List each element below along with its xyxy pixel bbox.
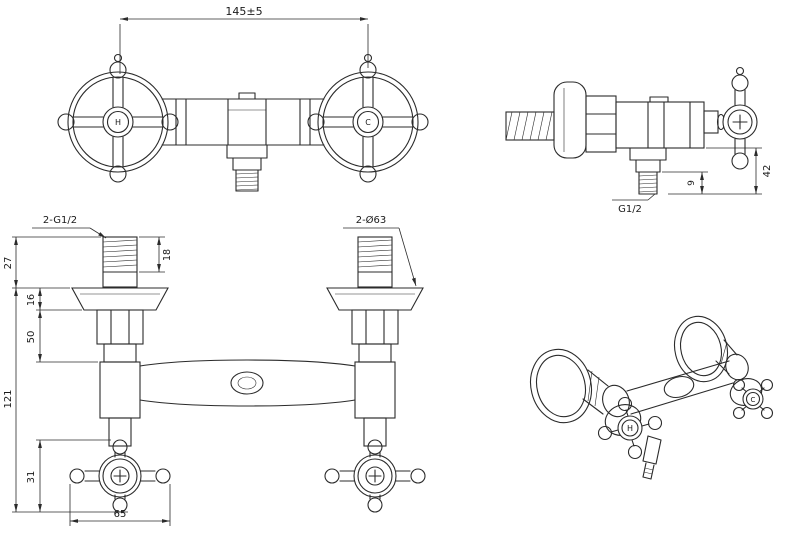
- iso-hot-cap-label: H: [627, 424, 633, 433]
- plan-flange-dia-callout: 2-Ø63: [343, 214, 417, 287]
- hex-section-value: 50: [26, 331, 37, 344]
- side-dim-9: 9: [662, 171, 708, 194]
- side-view: 42 9 G1/2: [505, 66, 773, 215]
- plan-right-hex: [351, 309, 399, 345]
- plan-dim-121: 121: [3, 288, 128, 513]
- side-thread-len-value: 9: [687, 180, 697, 186]
- stud-height-value: 27: [3, 257, 14, 270]
- side-height-value: 42: [762, 165, 773, 178]
- front-left-valve: H: [57, 53, 179, 183]
- plan-left-handle: [69, 439, 171, 513]
- front-body: [161, 92, 325, 146]
- plan-dim-65: 65: [69, 484, 171, 526]
- isometric-view: C H: [529, 315, 774, 480]
- cold-cap-label: C: [365, 118, 371, 127]
- side-handle: [716, 66, 758, 170]
- iso-left-escutcheon: [529, 348, 593, 424]
- thread-len-value: 18: [162, 249, 173, 261]
- flange-dia-value: 2-Ø63: [356, 214, 387, 226]
- side-outlet: [629, 147, 667, 195]
- plan-inlet-callout: 2-G1/2: [32, 215, 107, 239]
- iso-bodies-and-bar: [602, 353, 749, 418]
- plan-left-flange: [71, 287, 169, 311]
- plan-dim-31: 31: [26, 439, 111, 512]
- plan-dim-27: 27: [3, 236, 101, 289]
- front-width-value: 145±5: [225, 5, 262, 18]
- plan-dim-18: 18: [139, 236, 173, 273]
- iso-necks: [582, 339, 738, 415]
- side-body: [615, 96, 719, 149]
- side-escutcheon: [553, 81, 587, 159]
- handle-width-value: 65: [114, 509, 127, 520]
- side-wall-nipple: [505, 111, 555, 141]
- iso-outlet: [642, 435, 662, 480]
- hot-cap-label: H: [115, 118, 121, 127]
- side-hex-adapter: [585, 95, 617, 153]
- plan-left-stud: [102, 236, 138, 288]
- iso-left-handle: H: [597, 396, 663, 460]
- overall-height-value: 121: [3, 389, 14, 408]
- plan-dim-16: 16: [26, 288, 82, 311]
- front-right-valve: C: [307, 53, 429, 183]
- front-outlet: [226, 144, 268, 192]
- flange-height-value: 16: [26, 294, 37, 306]
- plan-right-stud: [357, 236, 393, 288]
- plan-right-handle: [324, 439, 426, 513]
- plan-view: 2-G1/2 2-Ø63 18 27 16: [3, 214, 426, 526]
- iso-right-handle: C: [729, 378, 774, 420]
- handle-depth-value: 31: [26, 471, 37, 484]
- plan-right-flange: [326, 287, 424, 311]
- side-outlet-thread-value: G1/2: [618, 204, 642, 215]
- plan-left-hex: [96, 309, 144, 345]
- plan-bodies-and-bar: [99, 343, 396, 447]
- side-outlet-thread-callout: G1/2: [612, 193, 656, 215]
- front-view: 145±5 H: [57, 5, 429, 192]
- side-dim-42: 42: [668, 147, 773, 195]
- iso-cold-cap-label: C: [751, 396, 756, 404]
- inlet-thread-value: 2-G1/2: [43, 215, 77, 226]
- front-width-dimension: 145±5: [119, 5, 369, 74]
- plan-dim-50: 50: [26, 310, 98, 363]
